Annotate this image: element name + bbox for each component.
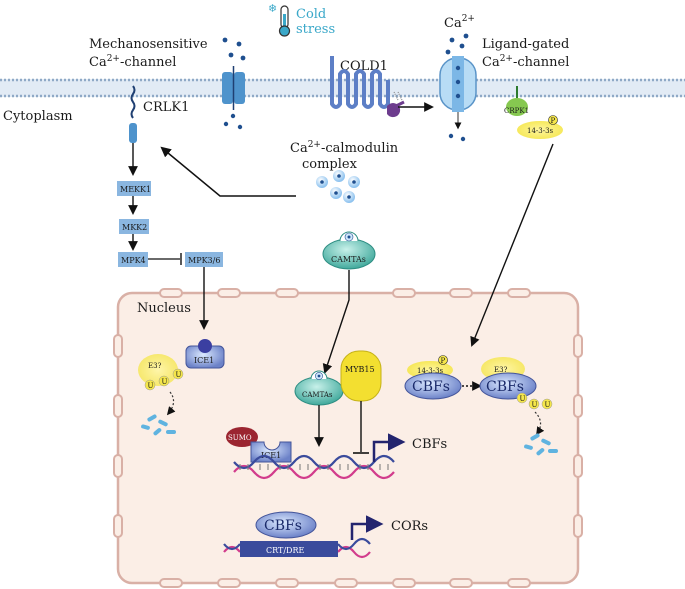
p-label-nucleus: P <box>441 357 446 365</box>
ligand-gated-label-2: Ca2+-channel <box>482 54 569 70</box>
cold-stress-label-2: stress <box>296 22 335 37</box>
sumo-label: SUMO <box>228 434 252 442</box>
mechanosensitive-channel <box>222 37 246 130</box>
mpk36-label: MPK3/6 <box>188 256 220 265</box>
mekk1-label: MEKK1 <box>120 185 151 194</box>
mkk2-label: MKK2 <box>122 223 147 232</box>
fourteen33-import-arrow <box>470 143 554 347</box>
crlk1-receptor <box>129 85 137 143</box>
ice1-label-left: ICE1 <box>194 356 214 365</box>
crpk1-label: CRPK1 <box>504 107 529 115</box>
mpk36-box <box>185 252 223 267</box>
u-label-right-2: U <box>532 401 538 409</box>
thermometer-icon: ❄ <box>268 2 291 37</box>
cbf-transcription-arrow <box>372 433 406 462</box>
svg-text:❄: ❄ <box>268 2 277 15</box>
fourteen33-label-nucleus: 14-3-3s <box>417 367 444 375</box>
u-label-right-1: U <box>520 395 526 403</box>
e3-label-right: E3? <box>494 366 508 374</box>
myb15-label: MYB15 <box>345 365 375 374</box>
camtas-cytoplasm <box>322 231 376 270</box>
cbfs-bound-label: CBFs <box>264 518 302 534</box>
cbfs-degradation <box>479 357 558 456</box>
calmodulin-label-2: complex <box>302 157 358 172</box>
cbfs-gene-label: CBFs <box>412 437 447 452</box>
camtas-nucleus-label: CAMTAs <box>302 391 333 399</box>
dna-cbf-promoter <box>233 454 395 480</box>
calmodulin-complex <box>316 170 360 203</box>
myb15-protein <box>340 350 382 402</box>
crt-dre-label: CRT/DRE <box>266 546 304 555</box>
cbfs-degradation-label: CBFs <box>486 379 524 395</box>
cor-transcription-arrow <box>350 515 384 540</box>
sumo-protein <box>226 427 258 447</box>
calmodulin-label-1: Ca2+-calmodulin <box>290 140 399 156</box>
mkk2-box <box>119 219 149 234</box>
dna-cor-promoter <box>223 537 371 559</box>
cytoplasm-label: Cytoplasm <box>3 109 73 124</box>
ca2-label: Ca2+ <box>444 14 475 31</box>
mekk1-box <box>117 181 151 196</box>
central-calcium-channel <box>439 33 477 142</box>
p-label-membrane: P <box>551 117 556 125</box>
cors-label: CORs <box>391 519 428 534</box>
e3-label-left: E3? <box>148 362 162 370</box>
mpk4-label: MPK4 <box>121 256 146 265</box>
fourteen33-label-membrane: 14-3-3s <box>527 127 554 135</box>
calmodulin-to-crlk1-arrow <box>160 146 296 197</box>
cbfs-bound-protein <box>255 511 317 539</box>
fourteen33-cbfs-complex <box>404 355 462 400</box>
u-label-left-2: U <box>162 378 168 386</box>
nucleus-label: Nucleus <box>137 301 191 316</box>
crlk1-label: CRLK1 <box>143 100 189 115</box>
u-label-left-1: U <box>148 382 154 390</box>
camtas-import-arrow <box>322 270 350 374</box>
u-label-right-3: U <box>545 401 551 409</box>
plasma-membrane <box>0 78 685 98</box>
u-label-left-3: U <box>176 371 182 379</box>
nucleus <box>113 288 583 588</box>
crpk1-complex <box>506 86 563 139</box>
ice1-label-nucleus: ICE1 <box>261 451 281 460</box>
cold1-protein <box>330 56 405 118</box>
ice1-degradation <box>138 339 225 436</box>
ligand-gated-label-1: Ligand-gated <box>482 37 569 52</box>
cbfs-complex-label: CBFs <box>412 379 450 395</box>
mechanosensitive-label-1: Mechanosensitive <box>89 37 208 52</box>
cold-stress-label-1: Cold <box>296 7 326 22</box>
mpk4-box <box>118 252 148 267</box>
mechanosensitive-label-2: Ca2+-channel <box>89 54 176 70</box>
camtas-cytoplasm-label: CAMTAs <box>331 255 366 264</box>
